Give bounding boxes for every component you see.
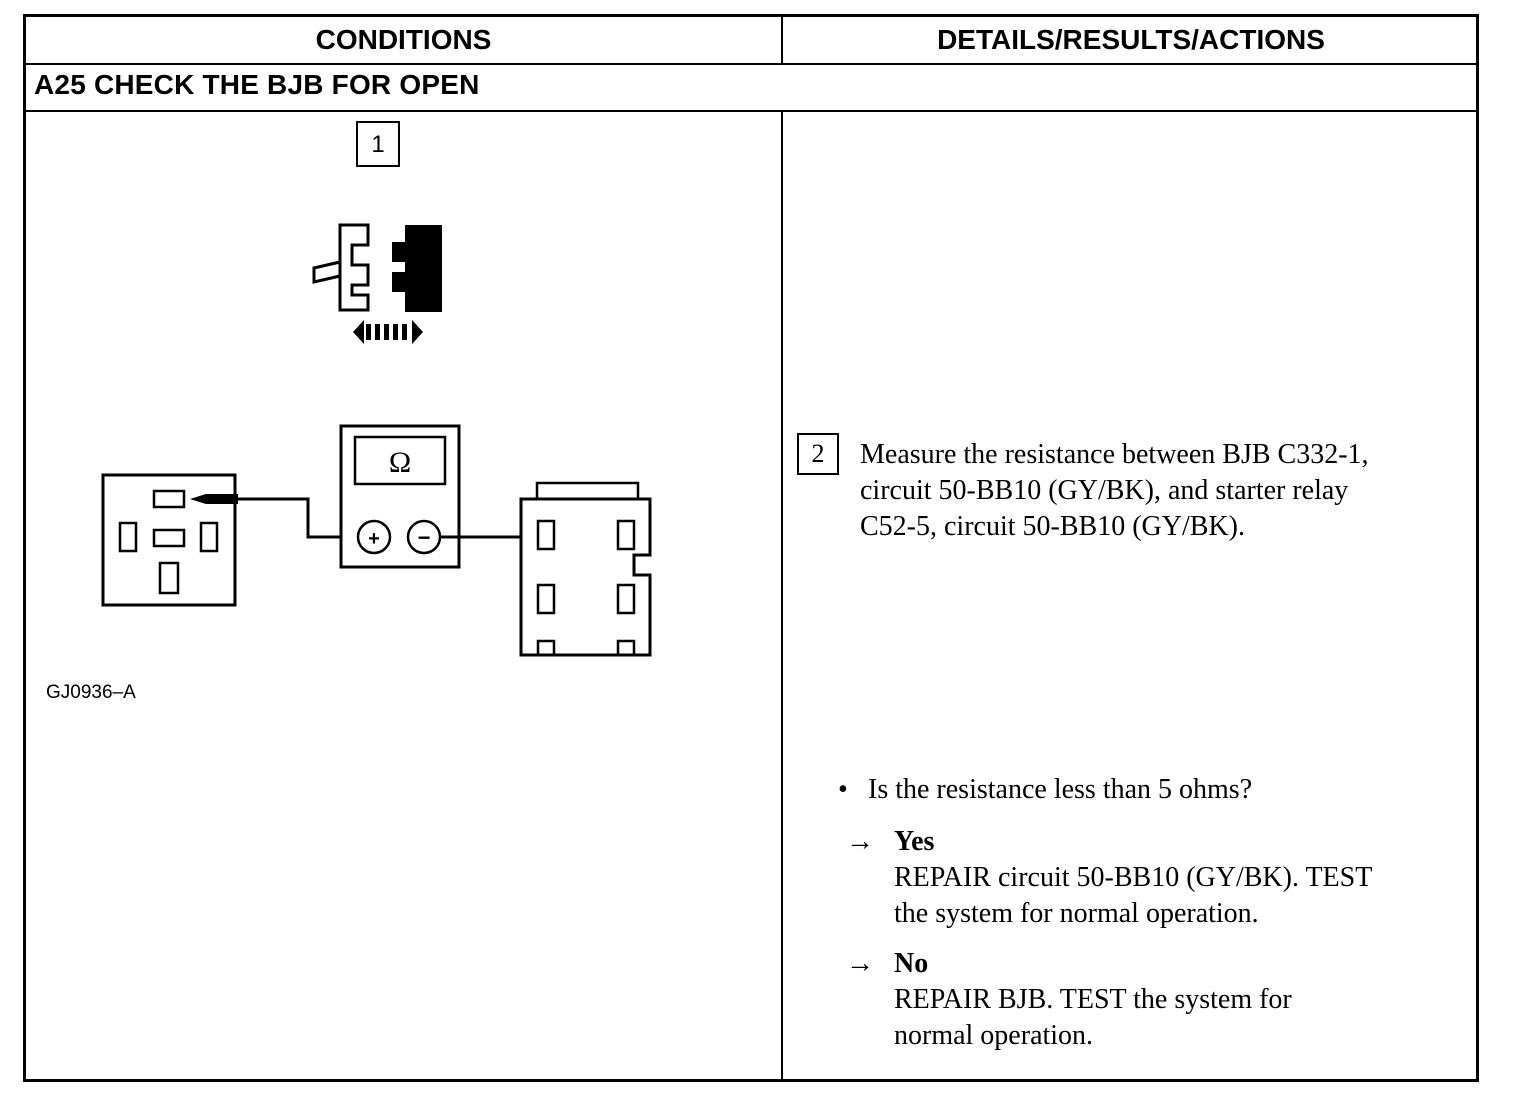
yes-line-1: REPAIR circuit 50-BB10 (GY/BK). TEST: [894, 862, 1373, 893]
measure-line-3: C52-5, circuit 50-BB10 (GY/BK).: [860, 511, 1245, 542]
step2-box: 2: [797, 433, 839, 475]
no-line-2: normal operation.: [894, 1020, 1094, 1051]
no-action: REPAIR BJB. TEST the system for normal o…: [894, 982, 1454, 1054]
ohm-icon: Ω: [389, 446, 411, 479]
ohmmeter: Ω + −: [339, 424, 461, 569]
yes-label: Yes: [894, 826, 935, 857]
conditions-header: CONDITIONS: [315, 24, 492, 55]
yes-line-2: the system for normal operation.: [894, 898, 1259, 929]
header-divider: [781, 17, 783, 63]
bullet-icon: •: [838, 774, 848, 805]
header-rule: [26, 63, 1476, 65]
no-line-1: REPAIR BJB. TEST the system for: [894, 984, 1292, 1015]
measure-instruction: Measure the resistance between BJB C332-…: [860, 437, 1460, 545]
plus-terminal-icon: +: [368, 528, 380, 550]
no-arrow-icon: →: [846, 948, 874, 979]
question-line: • Is the resistance less than 5 ohms?: [838, 772, 1252, 808]
yes-action: REPAIR circuit 50-BB10 (GY/BK). TEST the…: [894, 860, 1454, 932]
title-rule: [26, 110, 1476, 112]
bjb-connector-c332: [101, 473, 237, 607]
connector-disconnect-icon: [312, 223, 442, 344]
positive-test-lead: [190, 494, 358, 539]
starter-relay-connector-c52: [519, 481, 652, 657]
step1-box: [356, 121, 400, 167]
measure-line-2: circuit 50-BB10 (GY/BK), and starter rel…: [860, 475, 1349, 506]
step-title: A25 CHECK THE BJB FOR OPEN: [34, 69, 480, 100]
measure-line-1: Measure the resistance between BJB C332-…: [860, 439, 1369, 470]
no-label: No: [894, 948, 929, 979]
step1-number: 1: [371, 131, 384, 158]
details-header: DETAILS/RESULTS/ACTIONS: [937, 24, 1325, 55]
column-divider: [781, 110, 783, 1079]
minus-terminal-icon: −: [418, 525, 431, 550]
question-text: Is the resistance less than 5 ohms?: [868, 774, 1253, 805]
yes-arrow-icon: →: [846, 826, 874, 857]
figure-id: GJ0936–A: [46, 682, 136, 703]
procedure-table: CONDITIONS DETAILS/RESULTS/ACTIONS A25 C…: [23, 14, 1479, 1082]
